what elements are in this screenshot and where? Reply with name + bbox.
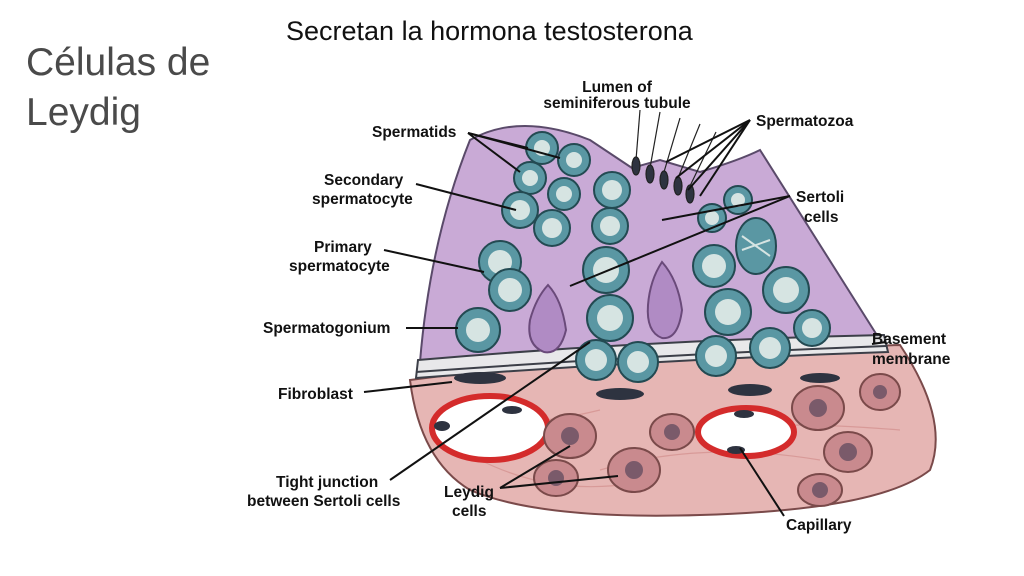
spermatid-cell (525, 131, 559, 165)
label-capillary: Capillary (786, 517, 852, 534)
diagram-labels: Lumen of seminiferous tubule Spermatids … (247, 79, 951, 534)
spermatogonium-cell (617, 341, 659, 383)
leydig-cell (533, 459, 579, 497)
spermatid-cell (723, 185, 753, 215)
spermatozoa-group (631, 109, 717, 204)
leydig-cell (607, 447, 661, 493)
spermatid-cell (513, 161, 547, 195)
sertoli-nucleus (646, 260, 684, 340)
leydig-cell (859, 373, 901, 411)
spermatogonium-cell (749, 327, 791, 369)
secondary-spermatocyte-cell (533, 209, 571, 247)
slide-subtitle: Secretan la hormona testosterona (286, 16, 693, 46)
label-lumen-line-2: seminiferous tubule (543, 95, 691, 112)
label-primary-line-1: Primary (314, 239, 372, 256)
fibroblast-cell (800, 373, 840, 383)
primary-spermatocyte-cell (692, 244, 736, 288)
label-secondary-line-2: spermatocyte (312, 191, 413, 208)
spermatogonium-cell (575, 339, 617, 381)
label-sertoli-line-1: Sertoli (796, 189, 844, 206)
spermatogonium-cell (793, 309, 831, 347)
label-sertoli-line-2: cells (804, 209, 838, 226)
spermatid-cell (547, 177, 581, 211)
secondary-spermatocyte-cell (501, 191, 539, 229)
spermatogonium-cell (455, 307, 501, 353)
primary-spermatocyte-cell (582, 246, 630, 294)
capillary-right (695, 405, 797, 459)
primary-spermatocyte-cell (488, 268, 532, 312)
slide-title: Células de Leydig (26, 38, 210, 138)
slide-title-line-1: Células de (26, 41, 211, 84)
sertoli-nucleus (528, 283, 568, 354)
capillary-left (429, 393, 551, 463)
leydig-cell (823, 431, 873, 473)
fibroblast-cell (728, 384, 772, 396)
label-fibroblast: Fibroblast (278, 386, 353, 403)
primary-spermatocyte-cell (762, 266, 810, 314)
label-leydig-line-2: cells (452, 503, 486, 520)
label-spermatogonium: Spermatogonium (263, 320, 390, 337)
label-leydig-line-1: Leydig (444, 484, 494, 501)
label-basement-line-2: membrane (872, 351, 951, 368)
slide-title-line-2: Leydig (26, 91, 141, 134)
dividing-cell (735, 217, 777, 275)
label-tight-junction-line-2: between Sertoli cells (247, 493, 400, 510)
leydig-cell (791, 385, 845, 431)
germ-cells (455, 131, 831, 383)
spermatogonium-cell (695, 335, 737, 377)
spermatid-cell (557, 143, 591, 177)
label-basement-line-1: Basement (872, 331, 946, 348)
fibroblast-cell (454, 372, 506, 384)
label-spermatids: Spermatids (372, 124, 456, 141)
leydig-cells (533, 373, 901, 507)
secondary-spermatocyte-cell (591, 207, 629, 245)
secondary-spermatocyte-cell (593, 171, 631, 209)
label-spermatozoa: Spermatozoa (756, 113, 854, 130)
leader-lines (363, 119, 887, 517)
primary-spermatocyte-cell (586, 294, 634, 342)
label-primary-line-2: spermatocyte (289, 258, 390, 275)
leydig-cell (543, 413, 597, 459)
label-tight-junction-line-1: Tight junction (276, 474, 378, 491)
label-lumen-line-1: Lumen of (582, 79, 653, 96)
leydig-cell (649, 413, 695, 451)
leydig-cell (797, 473, 843, 507)
label-secondary-line-1: Secondary (324, 172, 404, 189)
fibroblast-cell (596, 388, 644, 400)
primary-spermatocyte-cell (704, 288, 752, 336)
